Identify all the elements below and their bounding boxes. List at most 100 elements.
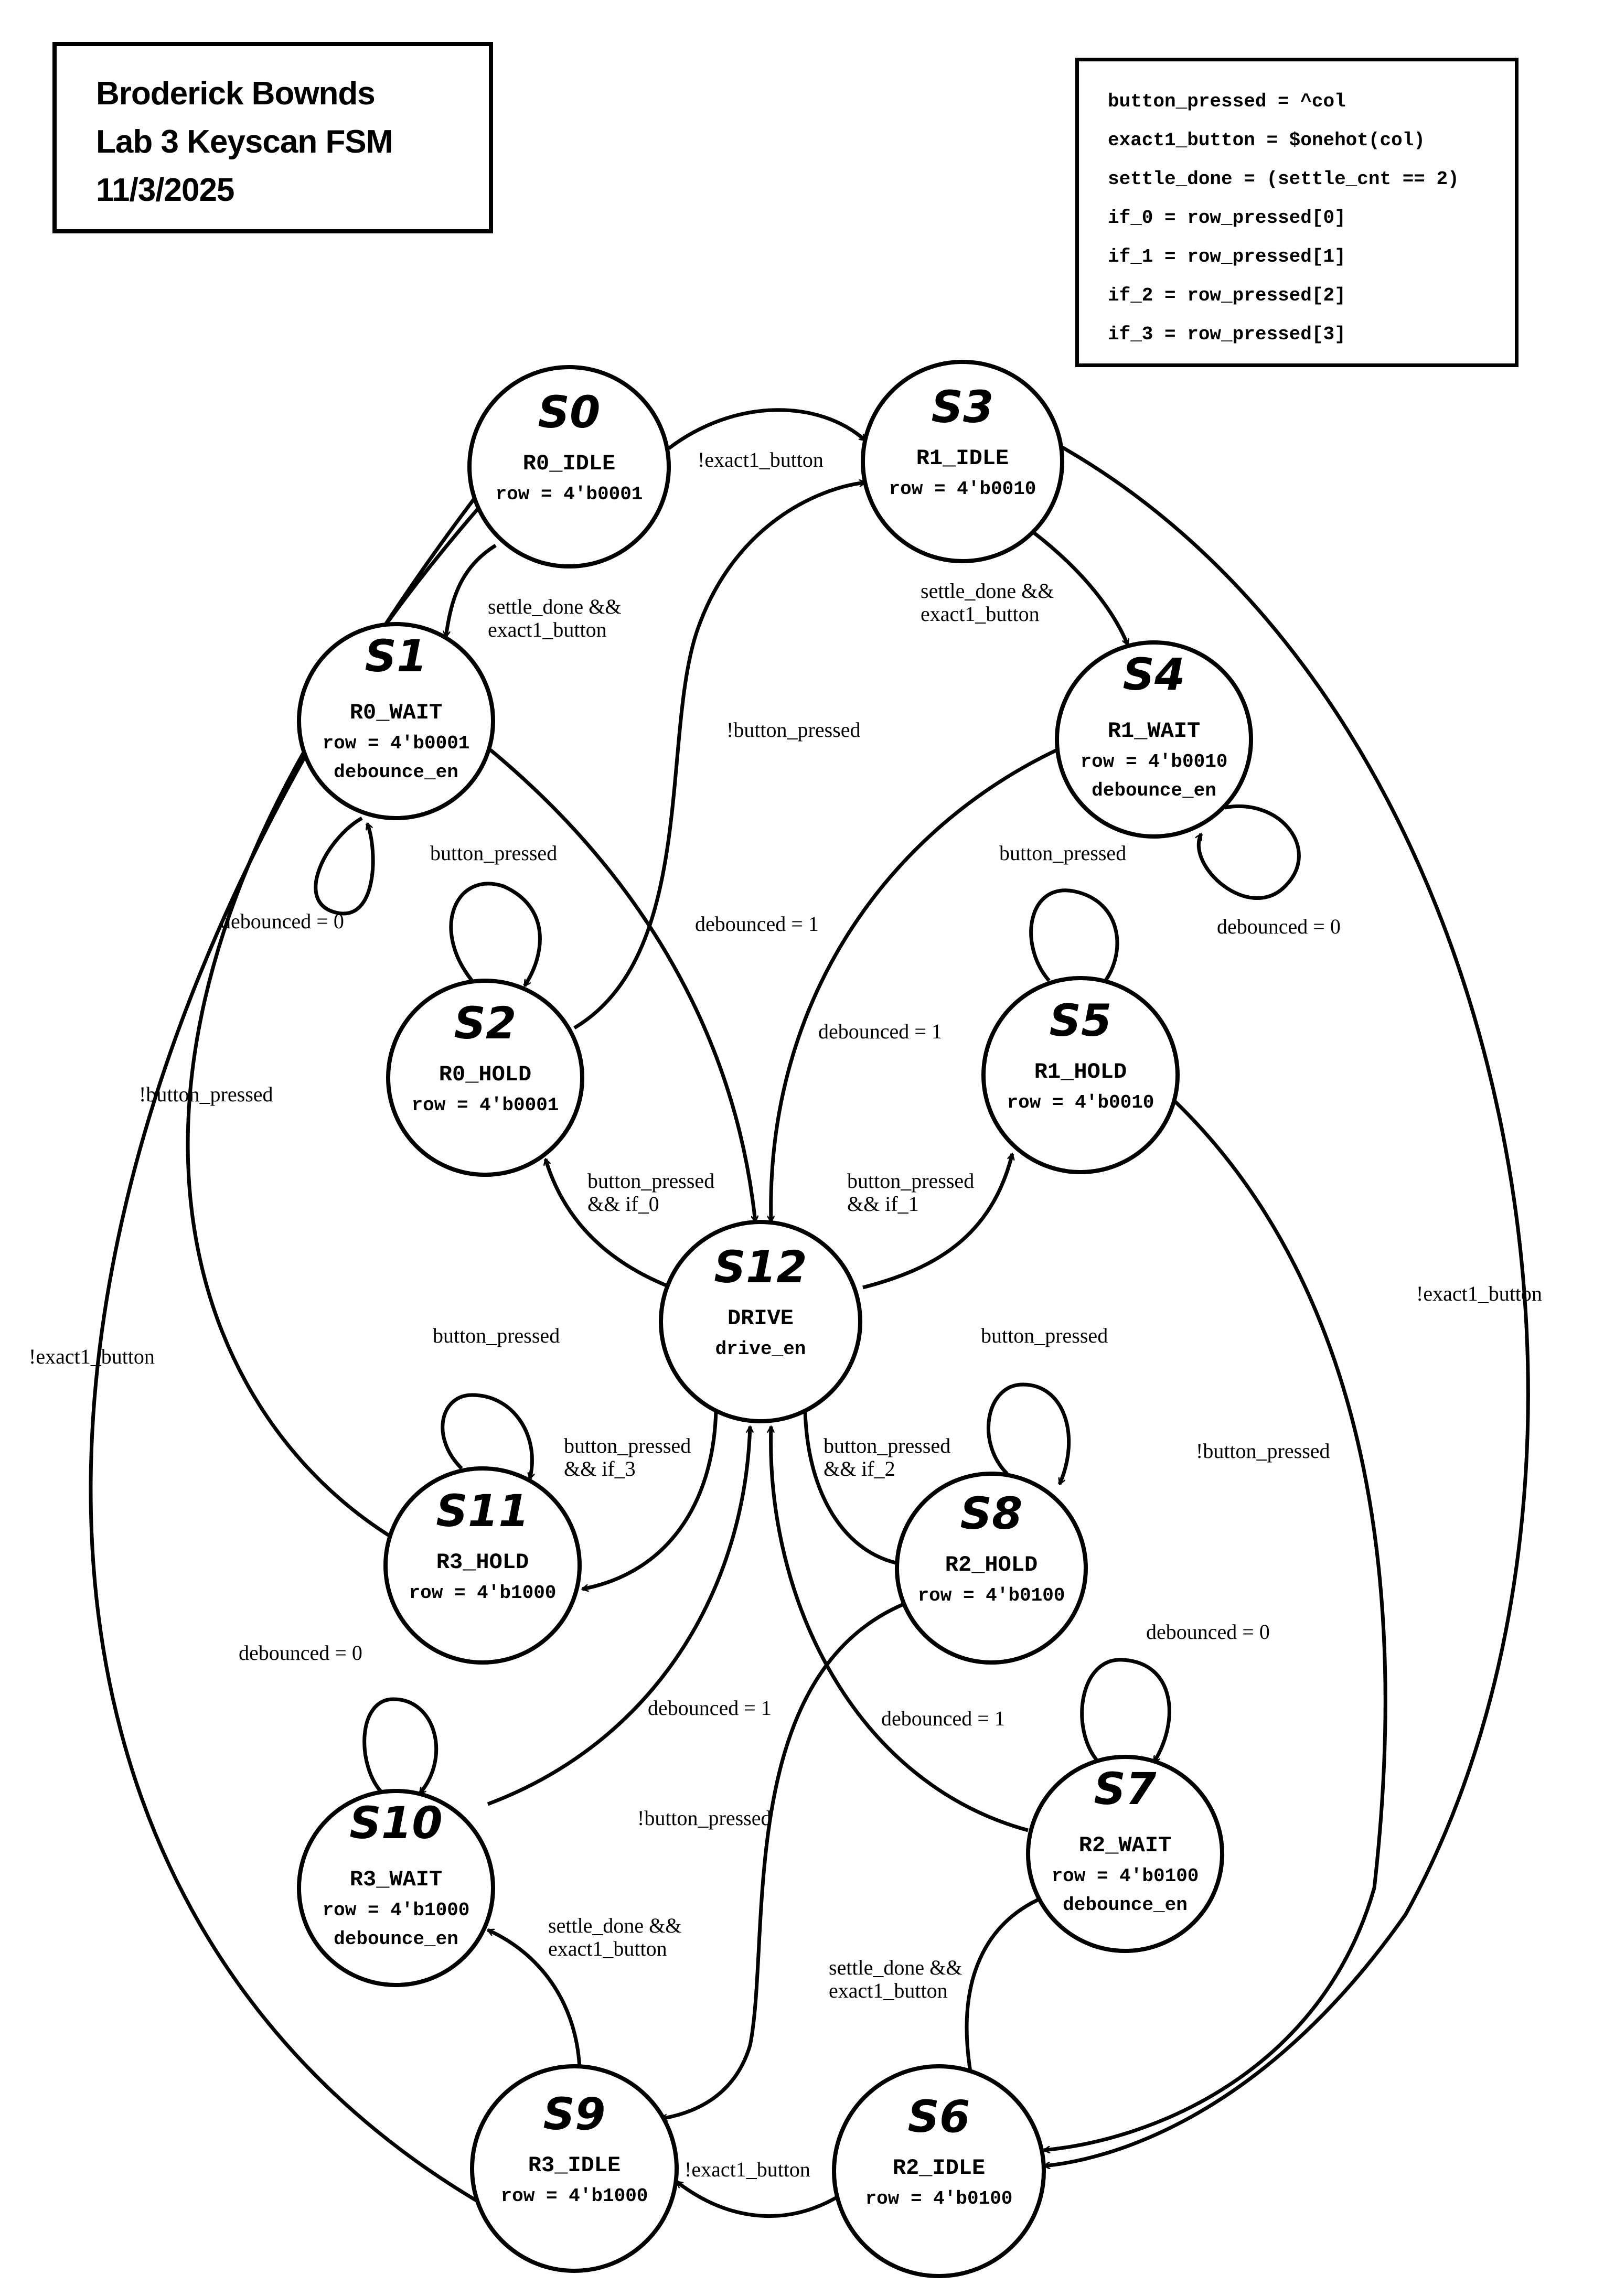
transition-label: debounced = 1	[881, 1707, 1005, 1730]
state-name: R2_IDLE	[893, 2155, 985, 2181]
transition-label-line: button_pressed	[587, 1169, 714, 1193]
definition-line: button_pressed = ^col	[1108, 91, 1346, 112]
state-name: R2_HOLD	[945, 1552, 1038, 1578]
transition-label: settle_done &&exact1_button	[829, 1956, 962, 2002]
transition-label: button_pressed&& if_0	[587, 1169, 714, 1216]
transition-s1-to-s1	[314, 816, 375, 916]
state-name: R0_WAIT	[350, 700, 442, 725]
signal-definitions: button_pressed = ^col exact1_button = $o…	[1075, 58, 1519, 367]
state-output: row = 4′b0100	[865, 2188, 1013, 2209]
transition-label: button_pressed&& if_3	[564, 1434, 691, 1480]
transition-label-line: debounced = 1	[695, 912, 819, 936]
transition-label-line: button_pressed	[430, 841, 557, 865]
transition-label-line: exact1_button	[548, 1937, 667, 1960]
transition-label-line: exact1_button	[921, 602, 1040, 626]
transition-s3-to-s6	[1044, 444, 1530, 2166]
state-id: S12	[714, 1241, 807, 1293]
state-output: row = 4′b1000	[501, 2185, 648, 2207]
transition-label-line: debounced = 1	[648, 1696, 772, 1720]
state-output: debounce_en	[1063, 1894, 1188, 1916]
definition-line: if_0 = row_pressed[0]	[1108, 207, 1346, 229]
title-block: Broderick Bownds Lab 3 Keyscan FSM 11/3/…	[52, 42, 493, 233]
state-id: S5	[1050, 995, 1112, 1046]
state-circle	[467, 365, 671, 568]
state-id: S7	[1094, 1763, 1157, 1815]
transition-label-line: settle_done &&	[921, 579, 1054, 603]
transition-label: !exact1_button	[698, 448, 824, 471]
transition-label-line: !exact1_button	[29, 1345, 155, 1368]
state-name: R3_HOLD	[436, 1550, 529, 1575]
state-name: R1_HOLD	[1034, 1059, 1127, 1085]
transition-label: debounced = 0	[220, 909, 344, 933]
transition-label-line: debounced = 0	[1146, 1620, 1270, 1644]
transitions-layer	[89, 408, 1530, 2218]
transition-label: !button_pressed	[1196, 1439, 1330, 1463]
transition-label-line: && if_2	[824, 1457, 895, 1480]
state-output: row = 4′b0001	[496, 484, 643, 505]
state-output: debounce_en	[334, 761, 458, 783]
transition-label: !exact1_button	[685, 2158, 810, 2181]
transition-label: debounced = 0	[1217, 915, 1341, 938]
state-circle	[1055, 640, 1253, 839]
transition-label: !button_pressed	[726, 718, 861, 742]
transition-label-line: && if_0	[587, 1192, 659, 1216]
transition-label-line: debounced = 0	[220, 909, 344, 933]
transition-label-line: !exact1_button	[1416, 1282, 1542, 1305]
state-circle	[861, 360, 1064, 563]
transition-label: settle_done &&exact1_button	[488, 595, 621, 641]
state-circle	[1026, 1755, 1224, 1953]
transition-label-line: && if_3	[564, 1457, 636, 1480]
transition-label-line: settle_done &&	[548, 1914, 681, 1937]
transition-label: !button_pressed	[139, 1082, 273, 1106]
state-name: R1_WAIT	[1108, 718, 1200, 744]
transition-label-line: button_pressed	[847, 1169, 974, 1193]
state-id: S8	[960, 1488, 1023, 1539]
transition-label: !exact1_button	[29, 1345, 155, 1368]
transition-s6-to-s9	[675, 2180, 838, 2218]
transition-label: debounced = 0	[1146, 1620, 1270, 1644]
transition-label-line: && if_1	[847, 1192, 919, 1216]
transition-label: debounced = 1	[695, 912, 819, 936]
transition-label-line: button_pressed	[433, 1324, 560, 1347]
transition-label: !exact1_button	[1416, 1282, 1542, 1305]
transition-s11-to-s11	[441, 1393, 532, 1479]
transition-label: debounced = 0	[239, 1641, 362, 1665]
definition-line: exact1_button = $onehot(col)	[1108, 130, 1425, 151]
state-name: R1_IDLE	[916, 446, 1009, 471]
transition-label-line: debounced = 0	[1217, 915, 1341, 938]
transition-label-line: !button_pressed	[1196, 1439, 1330, 1463]
state-circle	[981, 976, 1180, 1174]
state-circle	[470, 2064, 679, 2273]
state-name: R3_WAIT	[350, 1867, 442, 1892]
diagram-date: 11/3/2025	[96, 172, 234, 208]
transition-s12-to-s5	[862, 1154, 1012, 1290]
state-output: drive_en	[715, 1338, 806, 1360]
transition-label: settle_done &&exact1_button	[921, 579, 1054, 626]
state-output: row = 4′b1000	[323, 1900, 470, 1921]
state-circle	[297, 622, 495, 820]
transition-s12-to-s2	[546, 1159, 672, 1290]
transition-s4-to-s4	[1199, 804, 1301, 900]
transition-s4-to-s12	[771, 748, 1058, 1222]
author-name: Broderick Bownds	[96, 76, 376, 112]
state-output: row = 4′b0001	[412, 1095, 559, 1116]
state-id: S2	[454, 997, 517, 1049]
transition-s12-to-s11	[582, 1410, 718, 1589]
transition-s9-to-s10	[488, 1928, 582, 2069]
state-output: debounce_en	[334, 1928, 458, 1950]
transition-s5-to-s6	[1044, 1100, 1387, 2150]
transition-label-line: debounced = 1	[818, 1020, 942, 1043]
transition-label: button_pressed&& if_1	[847, 1169, 974, 1216]
transition-s10-to-s12	[487, 1426, 750, 1806]
transition-label-line: settle_done &&	[829, 1956, 962, 1979]
state-circle	[832, 2064, 1046, 2278]
transition-label-line: !exact1_button	[685, 2158, 810, 2181]
transition-label: settle_done &&exact1_button	[548, 1914, 681, 1960]
transition-s2-to-s2	[449, 882, 542, 986]
transition-s7-to-s12	[771, 1426, 1029, 1832]
